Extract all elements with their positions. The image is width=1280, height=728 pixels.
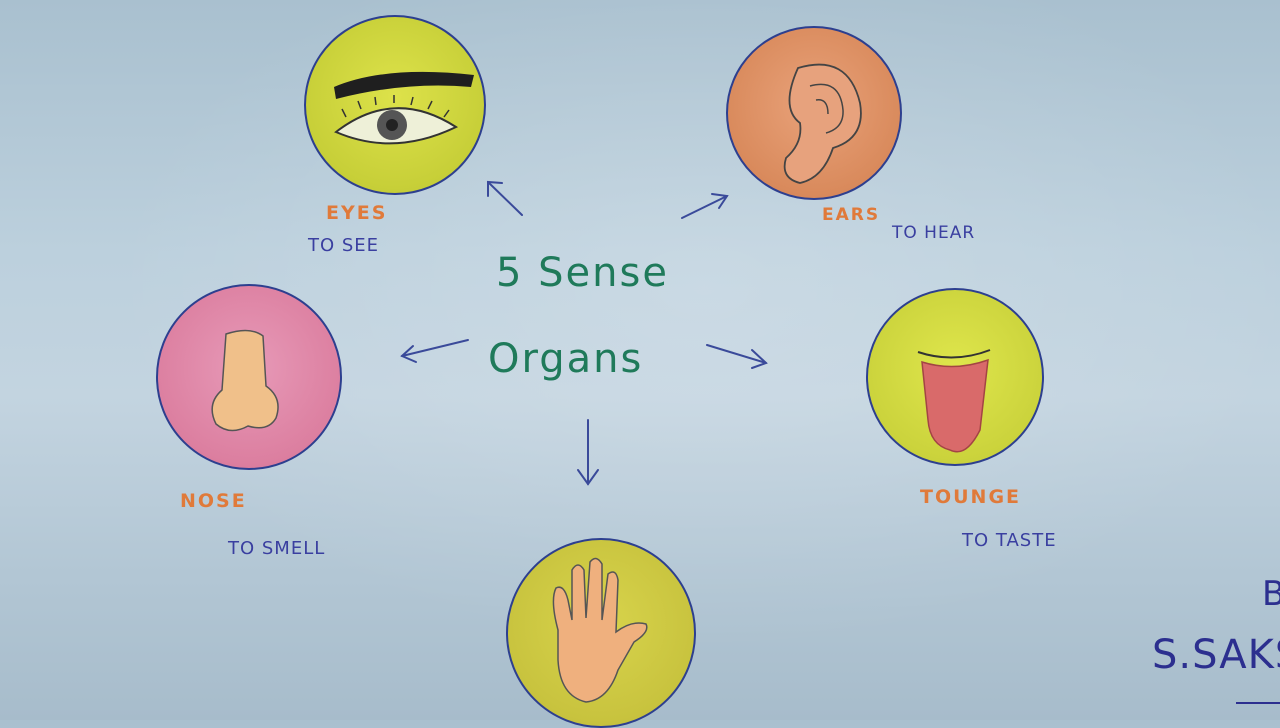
tongue-icon	[917, 349, 991, 453]
tongue-function: TO TASTE	[962, 530, 1057, 551]
nose-label: NOSE	[180, 490, 247, 512]
arrow-to-nose	[400, 339, 469, 363]
eyes-function: TO SEE	[308, 235, 380, 256]
hand-icon	[552, 557, 648, 703]
eye-icon	[334, 71, 474, 145]
ears-function: TO HEAR	[892, 223, 976, 243]
ears-label: EARS	[822, 205, 881, 225]
arrow-to-tongue	[706, 344, 768, 369]
eyes-circle	[304, 15, 486, 195]
signature-line-2: S.SAKS	[1152, 632, 1280, 678]
tongue-circle	[866, 288, 1044, 466]
title-line-1: 5 Sense	[496, 250, 669, 296]
skin-circle	[506, 538, 696, 728]
signature-line-1: B	[1262, 574, 1280, 614]
arrow-to-eyes	[487, 180, 523, 216]
signature-underline	[1236, 702, 1280, 704]
ear-icon	[783, 63, 862, 184]
nose-circle	[156, 284, 342, 470]
title-line-2: Organs	[488, 336, 644, 382]
eyes-label: EYES	[326, 202, 388, 224]
nose-function: TO SMELL	[228, 538, 326, 559]
arrow-to-skin	[577, 419, 599, 486]
ears-circle	[726, 26, 902, 200]
tongue-label: TOUNGE	[920, 486, 1022, 508]
nose-icon	[211, 329, 279, 432]
arrow-to-ears	[681, 193, 729, 219]
